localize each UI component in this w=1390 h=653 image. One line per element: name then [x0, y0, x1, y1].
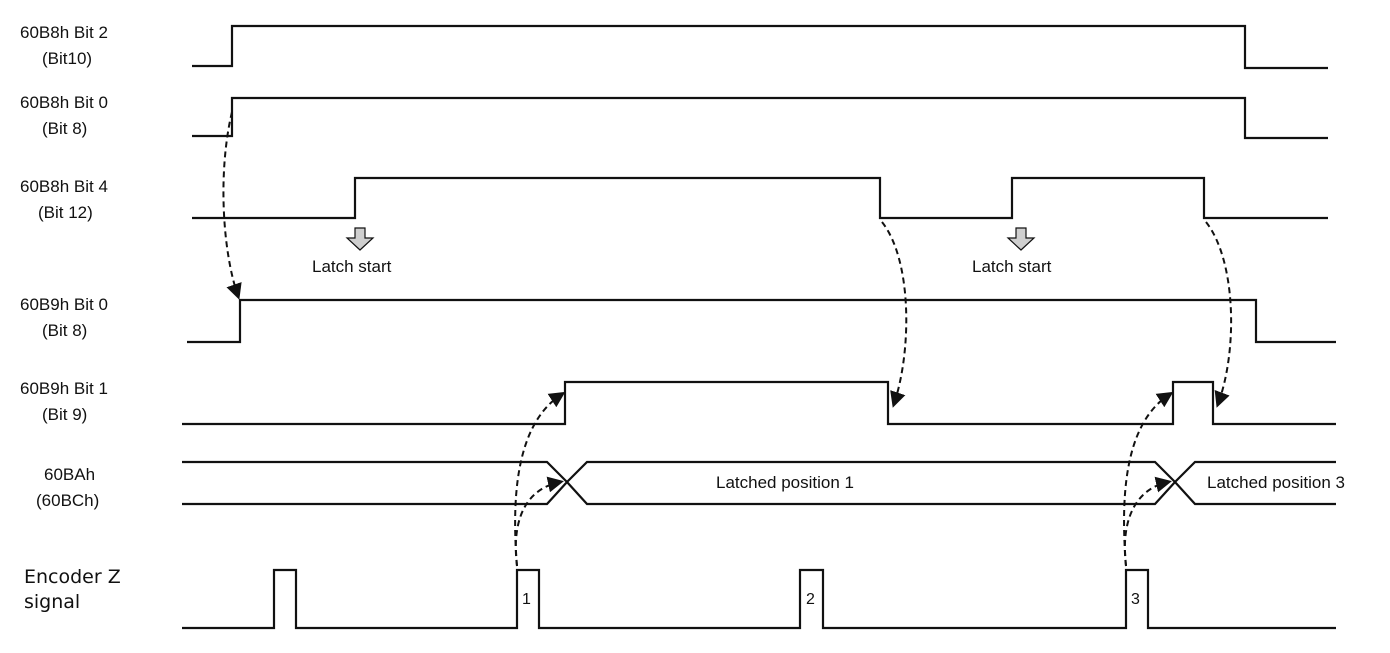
- wave-60b9h-bit1: [182, 380, 1336, 426]
- label-encoder-z-sub: signal: [24, 591, 80, 613]
- label-60bah-sub: (60BCh): [36, 491, 99, 510]
- arrow-bit0-to-status-bit0: [222, 111, 242, 300]
- annotations: Latch start Latch start Latched position…: [312, 257, 1345, 492]
- wave-60b8h-bit2: [192, 24, 1328, 70]
- wave-60b8h-bit0: [192, 96, 1328, 140]
- label-60b8h-bit2-sub: (Bit10): [42, 49, 92, 68]
- wave-encoder-z: [182, 568, 1336, 630]
- latched-position-1-label: Latched position 1: [716, 473, 854, 492]
- latched-position-3-label: Latched position 3: [1207, 473, 1345, 492]
- pulse-label-1: 1: [522, 591, 531, 608]
- arrow-pulse1-to-bus: [514, 476, 564, 567]
- wave-60b8h-bit4: [192, 176, 1328, 220]
- arrow-pulse1-to-status-bit1: [514, 391, 566, 567]
- label-60b8h-bit4: 60B8h Bit 4: [20, 177, 108, 196]
- label-60b8h-bit0: 60B8h Bit 0: [20, 93, 108, 112]
- label-encoder-z: Encoder Z: [24, 566, 121, 588]
- pulse-label-3: 3: [1131, 591, 1140, 608]
- signal-labels: 60B8h Bit 2 (Bit10) 60B8h Bit 0 (Bit 8) …: [20, 23, 121, 613]
- label-60b9h-bit0-sub: (Bit 8): [42, 321, 87, 340]
- label-60b8h-bit0-sub: (Bit 8): [42, 119, 87, 138]
- label-60b9h-bit1-sub: (Bit 9): [42, 405, 87, 424]
- latch-start-label-2: Latch start: [972, 257, 1052, 276]
- waveforms: [182, 24, 1336, 630]
- label-60b8h-bit2: 60B8h Bit 2: [20, 23, 108, 42]
- label-60b9h-bit0: 60B9h Bit 0: [20, 295, 108, 314]
- down-arrow-icon: [345, 227, 375, 251]
- arrow-bit4-fall-to-status-bit1-fall-2: [1205, 221, 1233, 408]
- label-60b9h-bit1: 60B9h Bit 1: [20, 379, 108, 398]
- latch-start-arrow-2: [1006, 227, 1036, 251]
- down-arrow-icon: [1006, 227, 1036, 251]
- pulse-labels: 1 2 3: [522, 591, 1140, 608]
- arrow-pulse3-to-bus: [1123, 476, 1172, 567]
- arrow-bit4-fall-to-status-bit1-fall-1: [881, 221, 908, 408]
- pulse-label-2: 2: [806, 591, 815, 608]
- causal-arrows: [222, 111, 1233, 567]
- latch-start-label-1: Latch start: [312, 257, 392, 276]
- latch-start-arrow-1: [345, 227, 375, 251]
- wave-60b9h-bit0: [187, 298, 1336, 344]
- label-60bah: 60BAh: [44, 465, 95, 484]
- wave-60bah-bus: [182, 460, 1336, 506]
- arrow-pulse3-to-status-bit1: [1123, 391, 1174, 567]
- label-60b8h-bit4-sub: (Bit 12): [38, 203, 93, 222]
